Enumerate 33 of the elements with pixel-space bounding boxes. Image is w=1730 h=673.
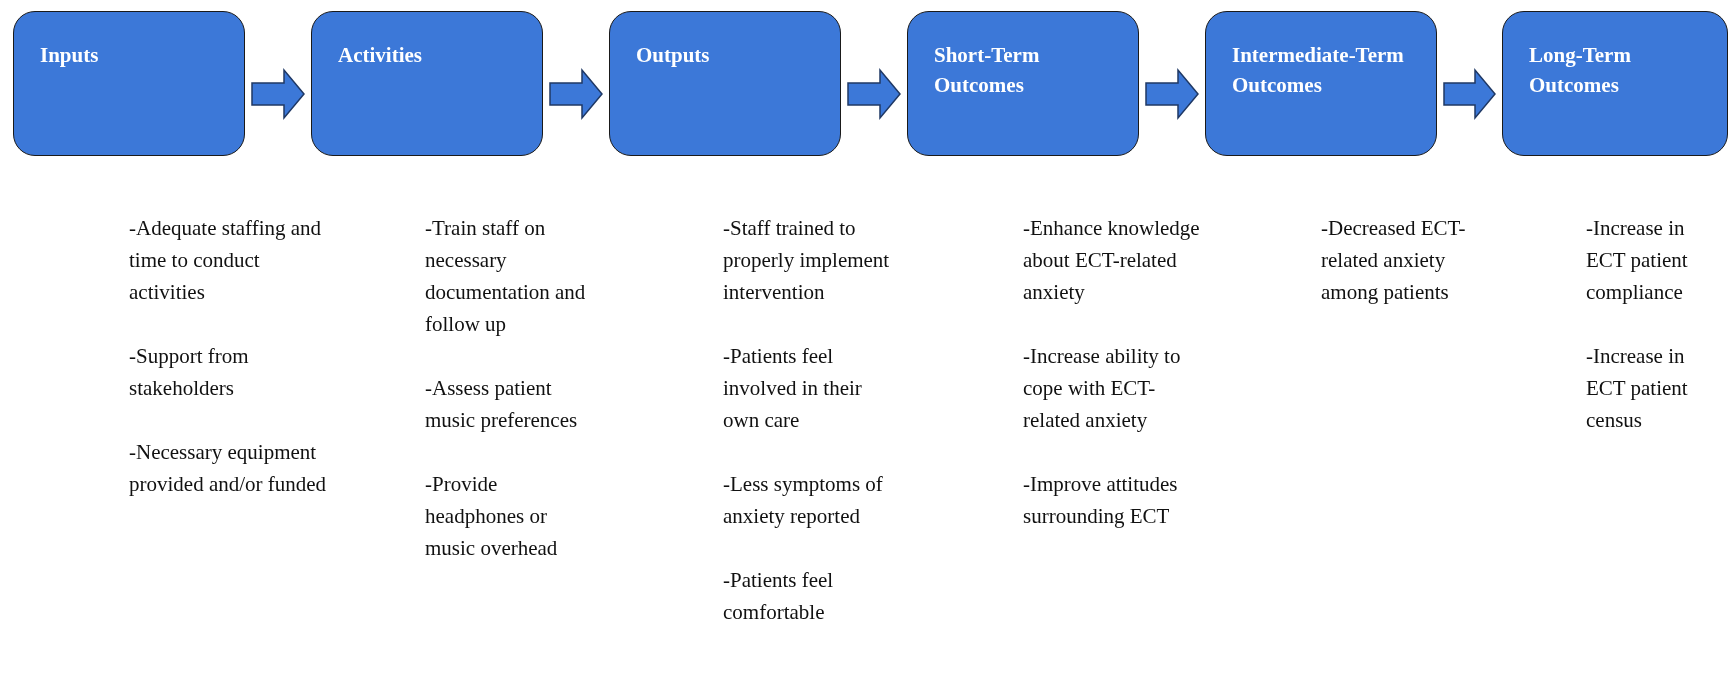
stage-title: Long-Term Outcomes <box>1529 42 1632 99</box>
stage-title: Inputs <box>40 42 100 69</box>
block-arrow <box>549 67 603 121</box>
stage-title: Activities <box>338 42 423 69</box>
stage-box <box>907 11 1139 156</box>
bullet-text: -Adequate staffing and time to conduct activities <box>129 215 323 306</box>
bullet-text: -Staff trained to properly implement intervention <box>723 215 891 306</box>
bullet-text: -Patients feel involved in their own care <box>723 343 863 434</box>
block-arrow <box>1443 67 1496 121</box>
bullet-text: -Support from stakeholders <box>129 343 250 402</box>
bullet-text: -Increase in ECT patient census <box>1586 343 1689 434</box>
bullet-text: -Improve attitudes surrounding ECT <box>1023 471 1179 530</box>
stage-box <box>1502 11 1728 156</box>
bullet-text: -Increase ability to cope with ECT-related anxiety <box>1023 343 1182 434</box>
bullet-text: -Increase in ECT patient compliance <box>1586 215 1689 306</box>
bullet-text: -Provide headphones or music overhead <box>425 471 559 562</box>
block-arrow <box>847 67 901 121</box>
bullet-text: -Train staff on necessary documentation and follow up <box>425 215 587 338</box>
bullet-text: -Enhance knowledge about ECT-related anxiety <box>1023 215 1201 306</box>
bullet-text: -Necessary equipment provided and/or funded <box>129 439 328 498</box>
stage-box <box>311 11 543 156</box>
stage-box <box>13 11 245 156</box>
stage-title: Outputs <box>636 42 711 69</box>
stage-title: Short-Term Outcomes <box>934 42 1041 99</box>
block-arrow <box>1145 67 1199 121</box>
stage-title: Intermediate-Term Outcomes <box>1232 42 1405 99</box>
bullet-text: -Less symptoms of anxiety reported <box>723 471 884 530</box>
bullet-text: -Patients feel comfortable <box>723 567 835 626</box>
bullet-text: -Decreased ECT-related anxiety among patients <box>1321 215 1467 306</box>
stage-box <box>1205 11 1437 156</box>
block-arrow <box>251 67 305 121</box>
stage-box <box>609 11 841 156</box>
bullet-text: -Assess patient music preferences <box>425 375 579 434</box>
